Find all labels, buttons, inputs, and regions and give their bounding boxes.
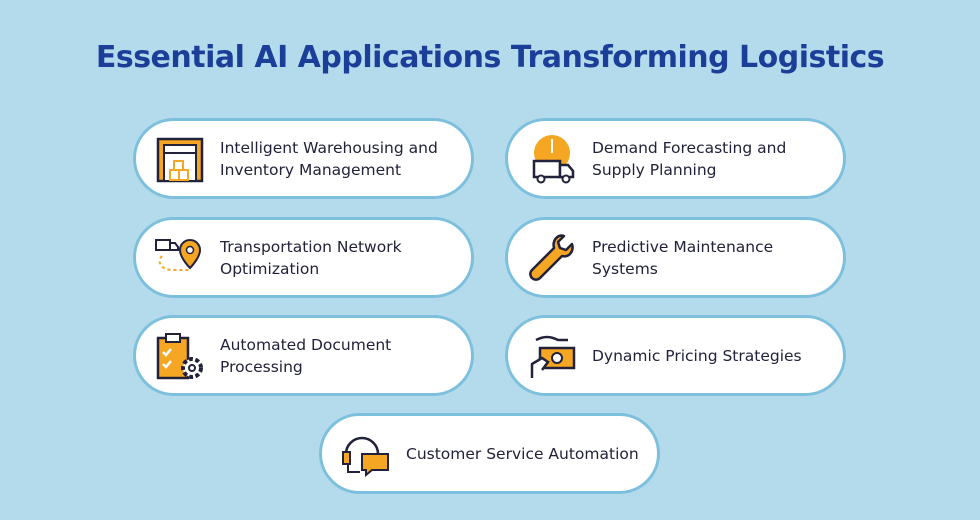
hand-money-icon [530,335,576,378]
card-transportation: Transportation Network Optimization [133,217,474,298]
card-label: Demand Forecasting and Supply Planning [592,138,787,179]
card-label: Intelligent Warehousing and Inventory Ma… [220,138,438,179]
clipboard-gear-icon [156,332,203,379]
card-predictive-maintenance: Predictive Maintenance Systems [505,217,846,298]
card-document-processing: Automated Document Processing [133,315,474,396]
card-label: Predictive Maintenance Systems [592,237,774,278]
card-label: Automated Document Processing [220,335,392,376]
delivery-truck-clock-icon [532,134,575,183]
warehouse-icon [156,137,204,182]
card-dynamic-pricing: Dynamic Pricing Strategies [505,315,846,396]
page-title: Essential AI Applications Transforming L… [95,40,885,75]
card-customer-service: Customer Service Automation [319,413,660,494]
card-label: Transportation Network Optimization [220,237,402,278]
card-label: Dynamic Pricing Strategies [592,346,802,365]
card-label: Customer Service Automation [406,444,639,463]
wrench-icon [529,233,574,281]
headset-chat-icon [342,436,389,477]
truck-route-pin-icon [155,238,202,271]
card-demand-forecasting: Demand Forecasting and Supply Planning [505,118,846,199]
card-warehousing: Intelligent Warehousing and Inventory Ma… [133,118,474,199]
